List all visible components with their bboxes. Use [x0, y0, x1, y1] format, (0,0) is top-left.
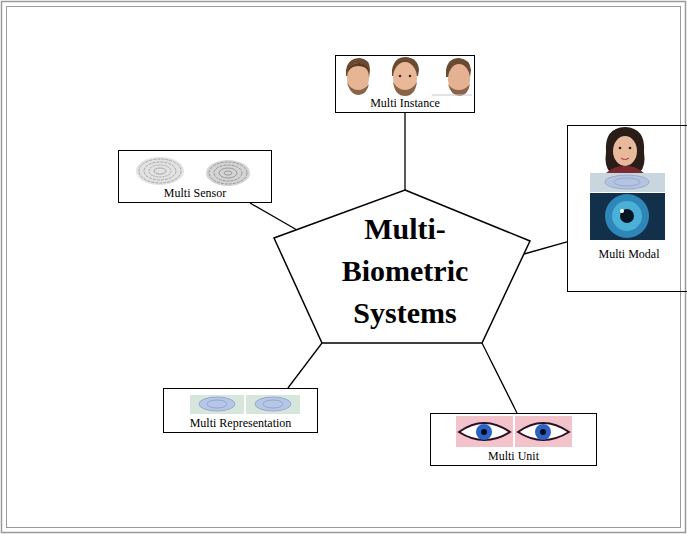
- modal-images-part: [613, 136, 637, 166]
- page-frame-part: [7, 7, 681, 528]
- connector-stroke: [288, 343, 322, 388]
- modal-images-part: [620, 209, 634, 223]
- connector-line: [288, 343, 322, 388]
- fingerprint-images-part: [136, 157, 184, 185]
- face-images-part: [409, 75, 412, 78]
- modal-images-part: [590, 173, 665, 192]
- eye-images-part: [540, 429, 546, 435]
- face-images-part: [432, 95, 472, 96]
- eye-images-part: [459, 423, 510, 440]
- representation-images-part: [263, 400, 283, 408]
- eye-images-part: [481, 429, 487, 435]
- center-pentagon: Multi- Biometric Systems: [272, 188, 532, 345]
- eye-images-part: [515, 416, 572, 447]
- category-box: Multi Representation: [163, 388, 318, 433]
- eye-images-part: [518, 423, 569, 440]
- category-box: Multi Unit: [430, 413, 597, 466]
- modal-images-part: [629, 147, 632, 150]
- modal-images-part: [605, 175, 649, 189]
- modal-images-part: [614, 178, 640, 186]
- connector-line: [405, 113, 406, 190]
- box-label: Multi Unit: [431, 449, 596, 463]
- box-label: Multi Sensor: [119, 186, 271, 200]
- face-images-part: [337, 57, 473, 97]
- center-title: Multi- Biometric Systems: [325, 208, 485, 334]
- fingerprint-images-part: [224, 171, 232, 175]
- representation-images-part: [255, 397, 291, 411]
- fingerprint-images-part: [219, 168, 237, 178]
- modal-images-part: [606, 166, 644, 173]
- eye-images-part: [456, 416, 513, 447]
- face-images-part: [448, 84, 470, 96]
- representation-images: [190, 395, 300, 414]
- modal-images-part: [621, 158, 629, 160]
- eye-images: [456, 416, 572, 447]
- fingerprint-images-part: [209, 162, 247, 184]
- face-images-part: [348, 63, 369, 72]
- representation-images-part: [199, 397, 235, 411]
- face-images-part: [393, 82, 417, 96]
- fingerprint-images: [136, 157, 250, 186]
- modal-images-part: [620, 209, 624, 213]
- connector-stroke: [250, 203, 297, 230]
- category-box: Multi Instance: [335, 55, 475, 113]
- connector-line: [524, 242, 567, 254]
- category-box: Multi Modal: [567, 125, 687, 292]
- box-label: Multi Modal: [568, 247, 687, 261]
- modal-images-part: [590, 193, 665, 240]
- modal-images-part: [606, 127, 645, 172]
- pentagon-shape: [274, 190, 530, 343]
- modal-images-part: [605, 194, 649, 238]
- modal-images: [590, 127, 665, 240]
- fingerprint-images-part: [214, 165, 242, 181]
- fingerprint-images-part: [139, 159, 181, 183]
- representation-images-part: [207, 400, 227, 408]
- eye-images-part: [535, 424, 551, 440]
- eye-images-part: [476, 424, 492, 440]
- box-label: Multi Representation: [164, 416, 317, 430]
- representation-images-part: [190, 395, 244, 414]
- fingerprint-images-part: [149, 165, 171, 177]
- connector-line: [250, 203, 297, 230]
- connector-stroke: [404, 113, 405, 190]
- face-images-part: [399, 75, 402, 78]
- face-images: [337, 57, 473, 97]
- fingerprint-images-part: [144, 162, 176, 180]
- modal-images-part: [619, 147, 622, 150]
- fingerprint-images-part: [154, 168, 166, 174]
- connector-line: [482, 343, 517, 413]
- face-images-part: [347, 82, 369, 95]
- box-label: Multi Instance: [336, 96, 474, 110]
- connector-stroke: [524, 242, 567, 254]
- connector-stroke: [482, 343, 517, 413]
- fingerprint-images-part: [206, 160, 250, 186]
- category-box: Multi Sensor: [118, 150, 272, 203]
- representation-images-part: [246, 395, 300, 414]
- modal-images-part: [612, 201, 642, 231]
